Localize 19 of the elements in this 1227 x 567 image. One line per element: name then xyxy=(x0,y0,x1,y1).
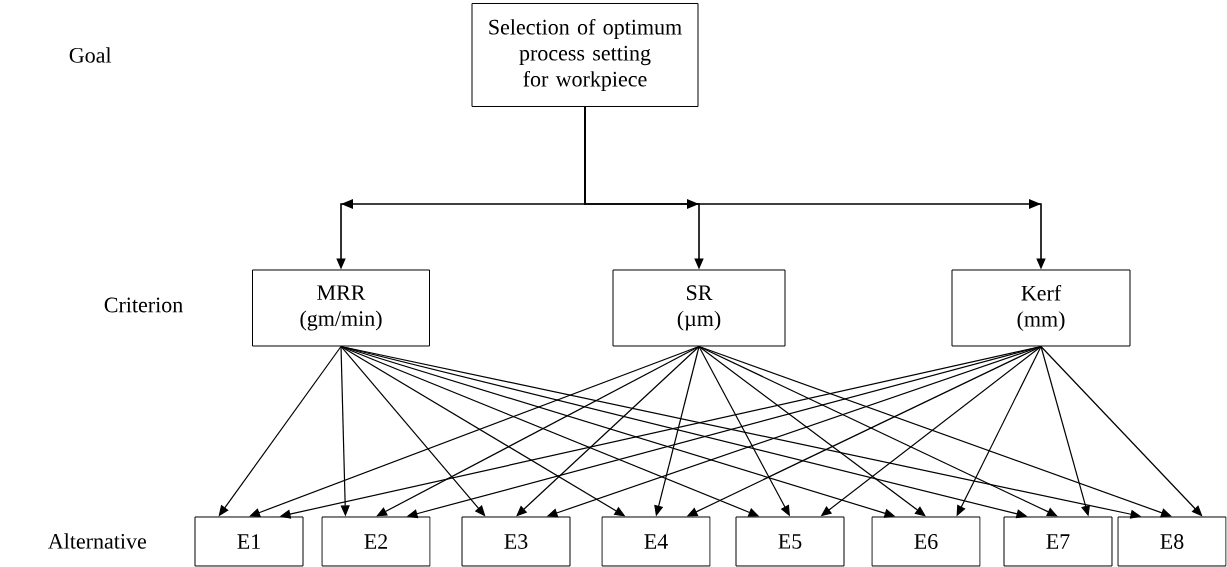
criterion-box: SR (µm) xyxy=(612,269,786,347)
alternative-box: E6 xyxy=(871,516,981,567)
level-label: Goal xyxy=(69,47,112,63)
goal-box: Selection of optimum process setting for workpiece xyxy=(471,3,699,107)
level-label: Criterion xyxy=(104,297,183,313)
alternative-box: E5 xyxy=(735,516,845,567)
level-label: Alternative xyxy=(48,533,146,549)
arrow xyxy=(249,345,700,517)
arrow xyxy=(698,345,926,517)
alternative-box: E1 xyxy=(194,516,304,567)
alternative-box: E2 xyxy=(321,516,431,567)
criterion-box: MRR (gm/min) xyxy=(252,269,430,347)
alternative-box: E8 xyxy=(1117,516,1227,567)
alternative-box: E4 xyxy=(601,516,711,567)
alternative-box: E3 xyxy=(461,516,571,567)
arrow xyxy=(376,345,700,517)
criterion-box: Kerf (mm) xyxy=(951,269,1131,347)
arrow xyxy=(698,345,1172,518)
alternative-box: E7 xyxy=(1003,516,1113,567)
